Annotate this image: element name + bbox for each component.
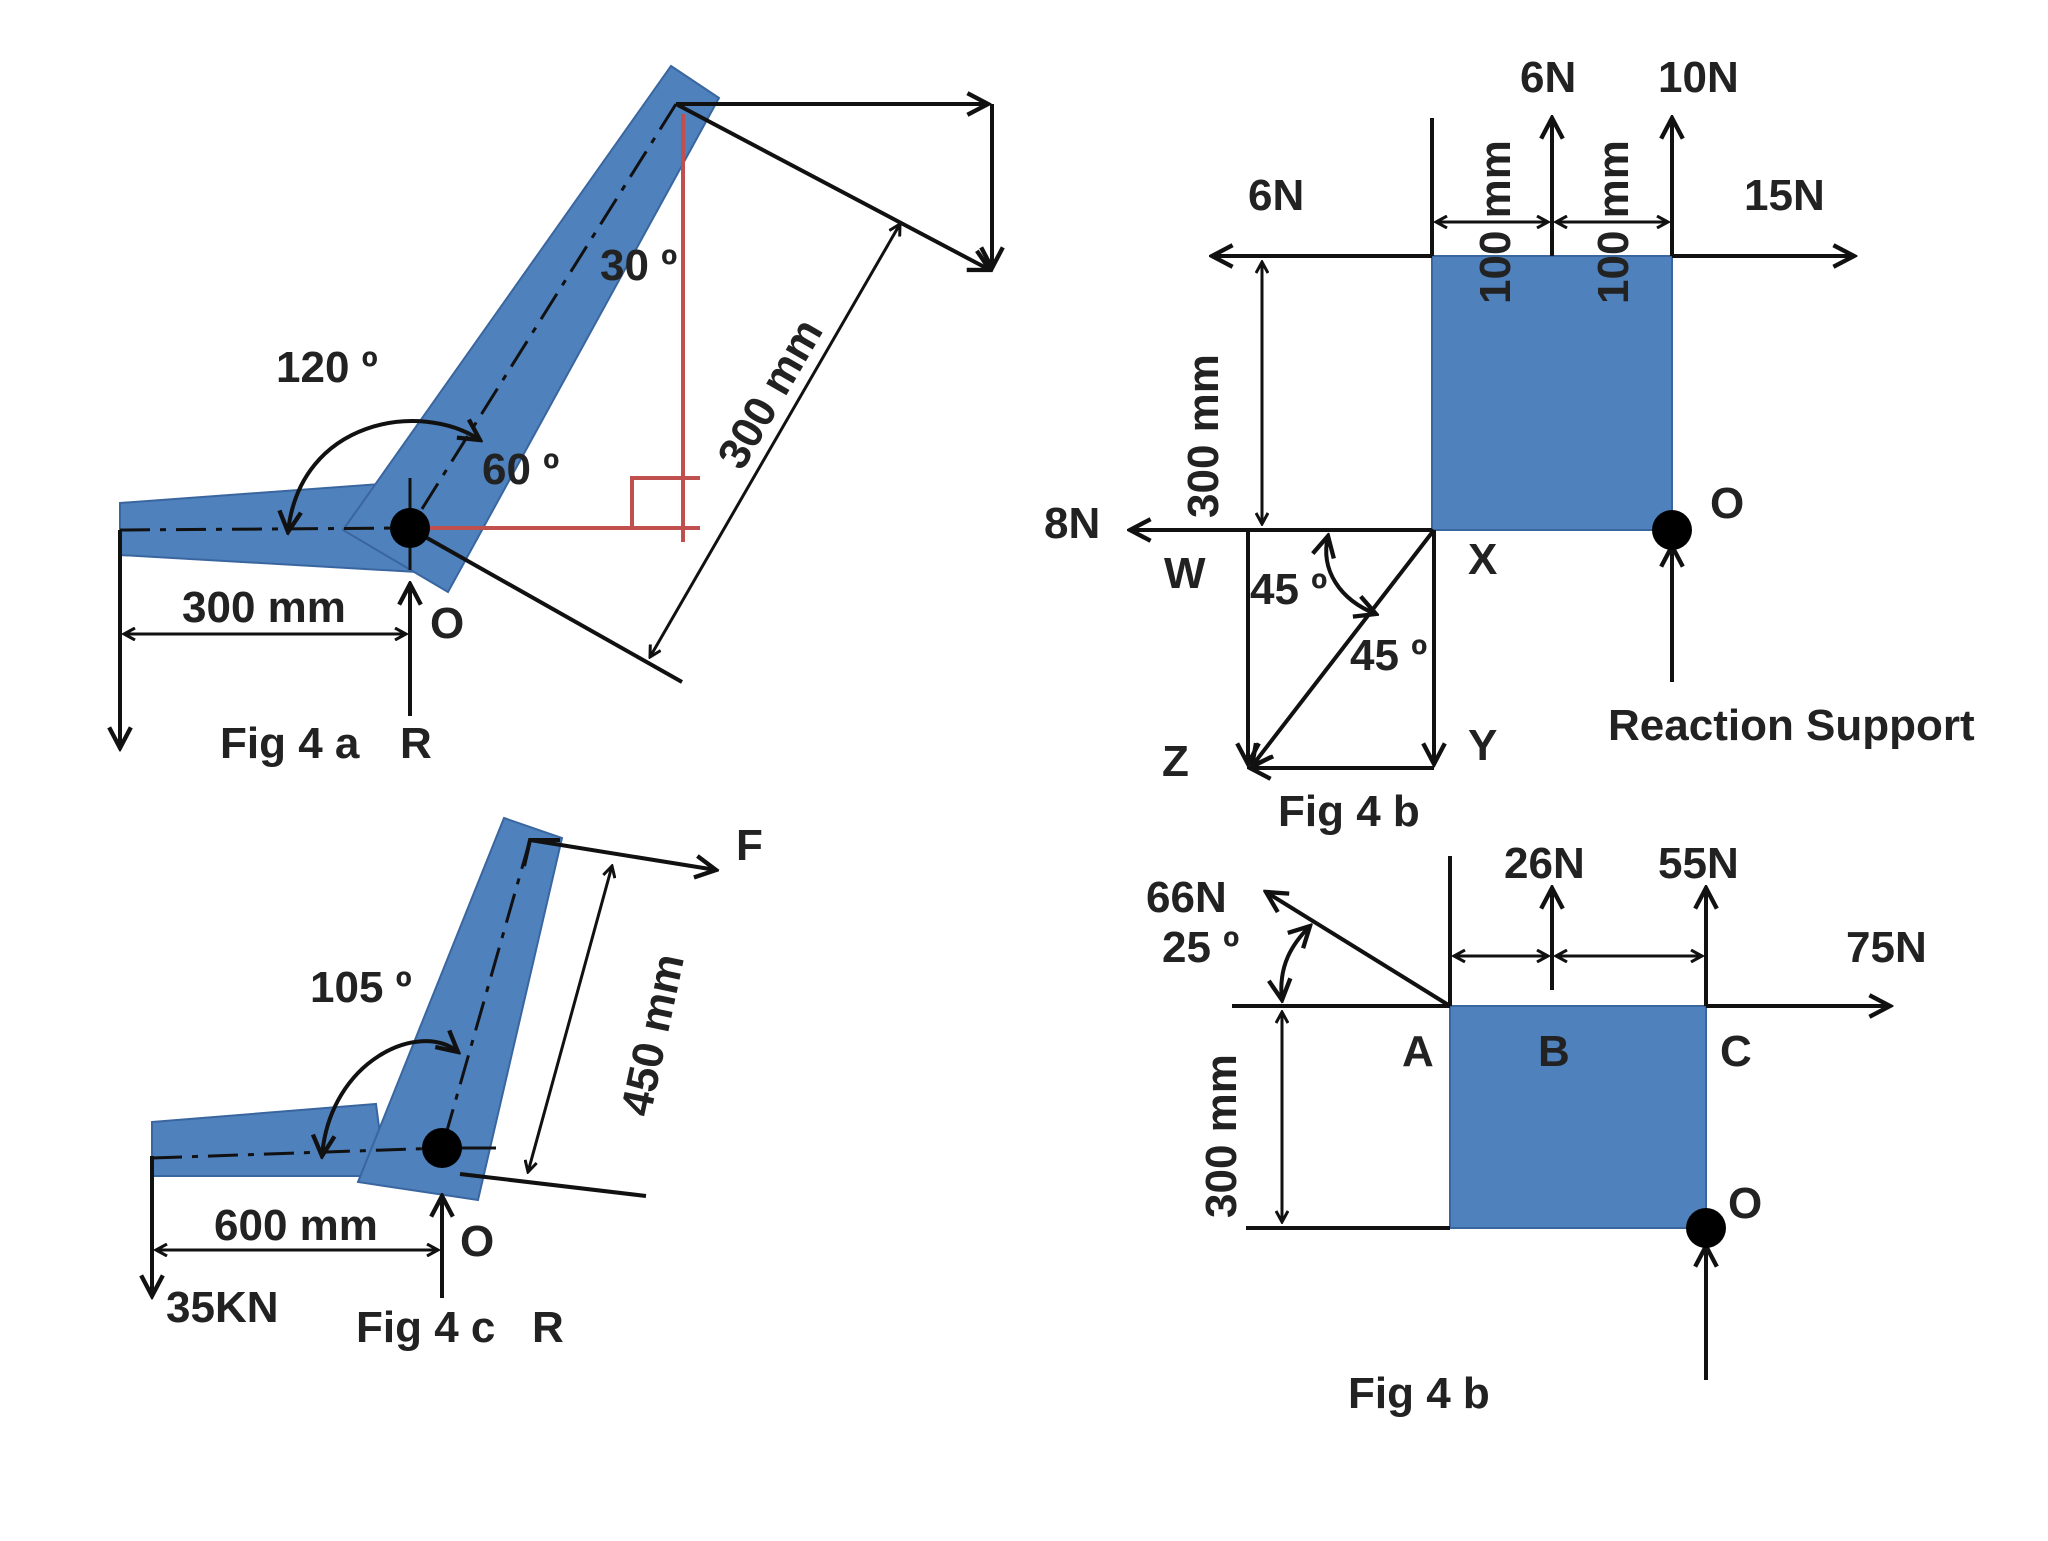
fig4b-label-6N-left: 6N bbox=[1248, 171, 1304, 220]
fig4b-dim-100-b-label: 100 mm bbox=[1589, 140, 1638, 304]
fig4b-dim-300-label: 300 mm bbox=[1179, 354, 1228, 518]
fig4d-caption: Fig 4 b bbox=[1348, 1369, 1490, 1418]
fig4a-force-resultant-arrow bbox=[675, 102, 990, 270]
fig4d-label-66N: 66N bbox=[1146, 873, 1227, 922]
fig4c-label-R: R bbox=[532, 1303, 564, 1352]
fig4d-label-C: C bbox=[1720, 1027, 1752, 1076]
fig4c-dim-horizontal-label: 600 mm bbox=[214, 1201, 378, 1250]
fig4b-label-O: O bbox=[1710, 479, 1744, 528]
fig4d-label-55N: 55N bbox=[1658, 839, 1739, 888]
fig4b-reaction-label: Reaction Support bbox=[1608, 701, 1975, 750]
fig4a-label-O: O bbox=[430, 599, 464, 648]
fig4c-extension-line bbox=[459, 1172, 647, 1198]
fig4a-dim-inclined-line bbox=[650, 224, 900, 657]
fig4c-load-label: 35KN bbox=[166, 1283, 279, 1332]
fig4b-label-Z: Z bbox=[1162, 737, 1189, 786]
fig4a-extension-line bbox=[419, 532, 683, 684]
fig4d-plate bbox=[1449, 1005, 1707, 1229]
fig4b-label-X: X bbox=[1468, 535, 1497, 584]
fig4a-angle-120-label: 120 º bbox=[276, 343, 378, 392]
fig4b-plate bbox=[1431, 255, 1673, 531]
fig4d-point-O bbox=[1686, 1208, 1726, 1248]
fig4c-label-F: F bbox=[736, 821, 763, 870]
fig4d-label-B: B bbox=[1538, 1027, 1570, 1076]
fig4a-angle-60-label: 60 º bbox=[482, 445, 559, 494]
fig4c-force-F-arrow bbox=[529, 838, 716, 870]
fig4d-angle-arc-25 bbox=[1281, 926, 1310, 1000]
fig-4a: 120 º 60 º 30 º 300 mm 300 mm O Fig 4 a … bbox=[120, 64, 992, 768]
fig4b-label-Y: Y bbox=[1468, 721, 1497, 770]
fig4a-dim-inclined-label: 300 mm bbox=[708, 311, 832, 477]
fig4b-angle-arc-45 bbox=[1326, 536, 1376, 614]
fig4c-angle-105-label: 105 º bbox=[310, 963, 412, 1012]
fig4a-right-angle-mark bbox=[630, 476, 700, 528]
fig4a-label-R: R bbox=[400, 719, 432, 768]
fig4a-pivot-O bbox=[390, 508, 430, 548]
fig4d-label-A: A bbox=[1402, 1027, 1434, 1076]
fig4d-force-66N-arrow bbox=[1266, 892, 1452, 1008]
fig4b-angle-45-a-label: 45 º bbox=[1250, 565, 1327, 614]
fig4a-angle-30-label: 30 º bbox=[600, 241, 677, 290]
fig-4b-lower: 66N 25 º 26N 55N 75N A B C O 300 mm Fig … bbox=[1146, 839, 1927, 1418]
fig4d-label-26N: 26N bbox=[1504, 839, 1585, 888]
fig4c-pivot-O bbox=[422, 1128, 462, 1168]
fig4b-caption: Fig 4 b bbox=[1278, 787, 1420, 836]
fig4c-caption: Fig 4 c bbox=[356, 1303, 495, 1352]
fig4b-angle-45-b-label: 45 º bbox=[1350, 631, 1427, 680]
fig4b-point-O bbox=[1652, 510, 1692, 550]
fig4d-label-25: 25 º bbox=[1162, 923, 1239, 972]
fig4c-label-O: O bbox=[460, 1217, 494, 1266]
fig-4b: 6N 10N 6N 15N 100 mm 100 mm 300 mm 8N W … bbox=[1044, 53, 1975, 836]
fig4c-dim-inclined-label: 450 mm bbox=[612, 950, 694, 1120]
fig-4c: 105 º F 450 mm 600 mm O 35KN Fig 4 c R bbox=[152, 816, 763, 1352]
fig4b-label-15N: 15N bbox=[1744, 171, 1825, 220]
fig4c-dim-inclined-line bbox=[528, 866, 612, 1172]
fig4b-label-6N-top: 6N bbox=[1520, 53, 1576, 102]
fig4b-label-W: W bbox=[1164, 549, 1206, 598]
fig4b-label-8N: 8N bbox=[1044, 499, 1100, 548]
fig4d-label-O: O bbox=[1728, 1179, 1762, 1228]
fig4a-caption: Fig 4 a bbox=[220, 719, 360, 768]
fig4c-angle-arc-105 bbox=[322, 1041, 458, 1156]
fig4b-line-XZ bbox=[1252, 528, 1436, 766]
fig4a-angle-arc-120 bbox=[288, 421, 480, 532]
fig4b-dim-100-a-label: 100 mm bbox=[1471, 140, 1520, 304]
fig4d-dim-300-label: 300 mm bbox=[1197, 1054, 1246, 1218]
fig4d-label-75N: 75N bbox=[1846, 923, 1927, 972]
fig4b-label-10N: 10N bbox=[1658, 53, 1739, 102]
fig4a-dim-horizontal-label: 300 mm bbox=[182, 583, 346, 632]
